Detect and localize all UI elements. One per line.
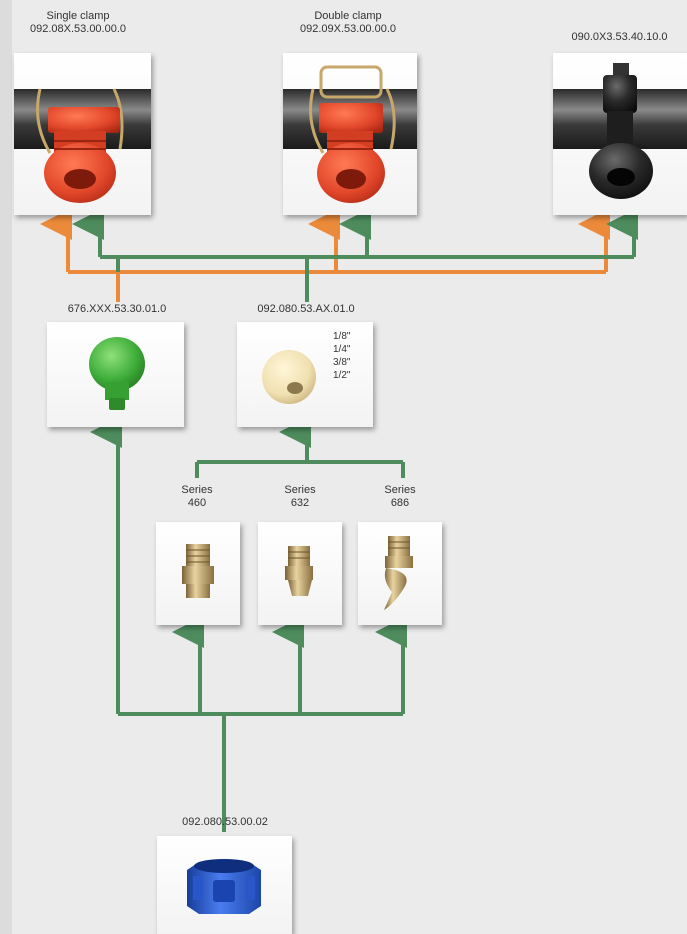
third-clamp-image [553, 63, 687, 199]
blue-part-code: 092.080.53.00.02 [182, 816, 268, 828]
blue-part-label: 092.080.53.00.02 [150, 816, 300, 829]
ball-part-code: 092.080.53.AX.01.0 [257, 303, 355, 315]
series-460-number: 460 [187, 497, 207, 509]
double-clamp-title: Double clamp [314, 10, 382, 22]
ball-size-2: 1/4" [333, 344, 351, 355]
series-686-number: 686 [390, 497, 410, 509]
ball-part-image [262, 350, 316, 404]
green-connector-top [72, 208, 638, 302]
series-460-name: Series [181, 484, 213, 496]
series-686-label: Series 686 [370, 484, 430, 510]
series-632-nozzle-image [285, 546, 313, 596]
series-460-card [156, 522, 240, 625]
series-686-nozzle-image [384, 536, 413, 610]
double-clamp-label: Double clamp 092.09X.53.00.00.0 [283, 10, 413, 36]
blue-part-image [187, 859, 261, 914]
series-460-nozzle-image [182, 544, 214, 598]
ball-size-3: 3/8" [333, 357, 351, 368]
single-clamp-label: Single clamp 092.08X.53.00.00.0 [18, 10, 138, 36]
blue-part-card [157, 836, 292, 934]
green-connector-series [195, 416, 405, 478]
series-632-card [258, 522, 342, 625]
ball-part-card: 1/8" 1/4" 3/8" 1/2" [237, 322, 373, 427]
series-460-label: Series 460 [167, 484, 227, 510]
ball-part-label: 092.080.53.AX.01.0 [236, 303, 376, 316]
single-clamp-card [14, 53, 151, 215]
single-clamp-image [14, 88, 151, 203]
green-part-label: 676.XXX.53.30.01.0 [42, 303, 192, 316]
series-686-name: Series [384, 484, 416, 496]
double-clamp-image [283, 65, 417, 203]
series-632-number: 632 [290, 497, 310, 509]
ball-size-4: 1/2" [333, 370, 351, 381]
third-clamp-code: 090.0X3.53.40.10.0 [571, 31, 668, 43]
single-clamp-code: 092.08X.53.00.00.0 [29, 23, 127, 35]
double-clamp-card [283, 53, 417, 215]
series-632-label: Series 632 [270, 484, 330, 510]
green-part-image [89, 337, 145, 410]
series-686-card [358, 522, 442, 625]
third-clamp-label: 090.0X3.53.40.10.0 [557, 31, 682, 44]
single-clamp-title: Single clamp [46, 10, 110, 22]
double-clamp-code: 092.09X.53.00.00.0 [299, 23, 397, 35]
green-part-code: 676.XXX.53.30.01.0 [67, 303, 167, 315]
third-clamp-card [553, 53, 687, 215]
background-strip [0, 0, 12, 934]
series-632-name: Series [284, 484, 316, 496]
orange-connector [40, 208, 610, 302]
ball-size-1: 1/8" [333, 331, 351, 342]
green-connector-bottom [90, 416, 407, 832]
ball-size-list: 1/8" 1/4" 3/8" 1/2" [333, 330, 350, 382]
green-part-card [47, 322, 184, 427]
